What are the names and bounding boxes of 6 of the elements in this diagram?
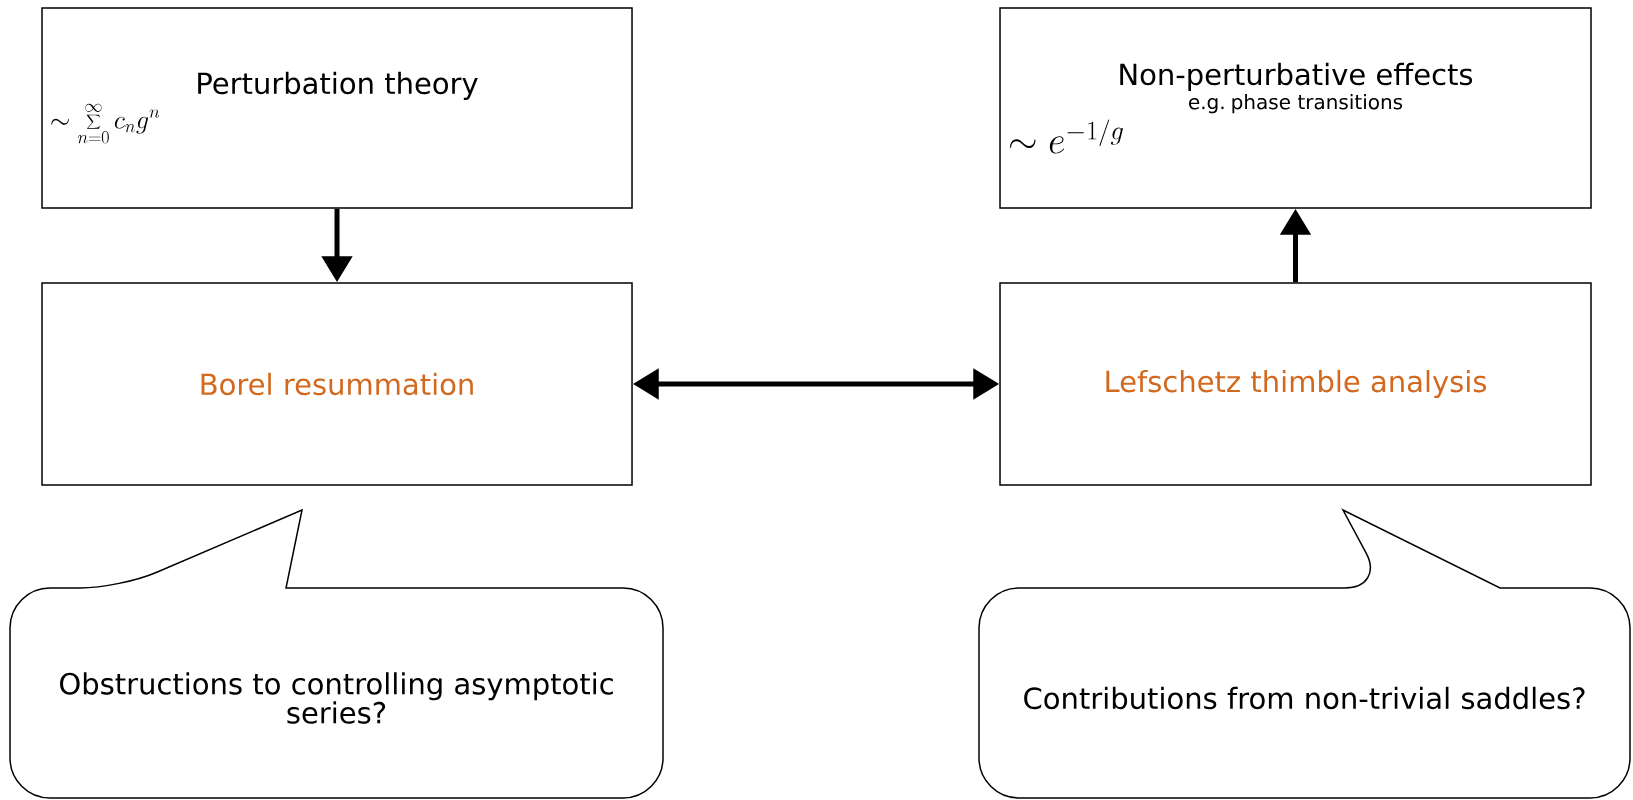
process-box: Non-perturbative effects e.g. phase transitions $\sim e^{-1/g}$: [999, 7, 1592, 209]
process-box: Lefschetz thimble analysis: [999, 282, 1592, 486]
speech-bubble: Obstructions to controlling asymptotic series?: [9, 509, 664, 799]
speech-bubble: Contributions from non-trivial saddles?: [978, 509, 1631, 799]
process-box: Perturbation theory $\sim \sum_{n=0}^{\infty} c_n g^n$: [41, 7, 633, 209]
process-box: Borel resummation: [41, 282, 633, 486]
